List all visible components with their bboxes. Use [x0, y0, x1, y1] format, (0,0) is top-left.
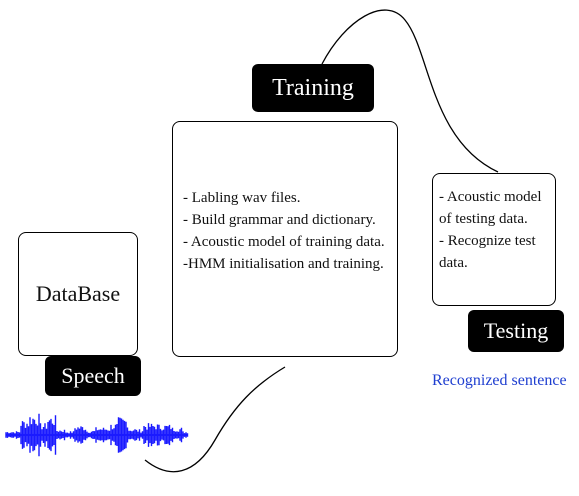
speech-label: Speech — [61, 363, 125, 388]
training-step: -HMM initialisation and training. — [183, 256, 384, 272]
training-steps: - Labling wav files. - Build grammar and… — [183, 187, 385, 275]
speech-waveform — [5, 413, 189, 457]
testing-step: data. — [439, 255, 468, 271]
training-box: - Labling wav files. - Build grammar and… — [172, 121, 398, 357]
testing-label: Testing — [483, 318, 549, 343]
training-tag: Training — [252, 64, 374, 112]
testing-box: - Acoustic model of testing data. - Reco… — [432, 173, 556, 306]
database-box: DataBase — [18, 232, 138, 356]
curve-speech-to-training — [144, 366, 286, 473]
testing-step: - Acoustic model — [439, 189, 542, 205]
training-step: - Acoustic model of training data. — [183, 234, 385, 250]
testing-tag: Testing — [468, 310, 564, 352]
training-label: Training — [272, 74, 354, 101]
recognized-sentence-label: Recognized sentence — [432, 372, 567, 389]
training-step: - Labling wav files. — [183, 190, 301, 206]
recognized-sentence: Recognized sentence — [432, 372, 567, 390]
testing-steps: - Acoustic model of testing data. - Reco… — [439, 186, 541, 274]
database-label: DataBase — [35, 281, 121, 306]
testing-step: of testing data. — [439, 211, 528, 227]
testing-step: - Recognize test — [439, 233, 536, 249]
training-step: - Build grammar and dictionary. — [183, 212, 376, 228]
speech-tag: Speech — [45, 356, 141, 396]
curve-training-to-testing — [321, 9, 499, 173]
